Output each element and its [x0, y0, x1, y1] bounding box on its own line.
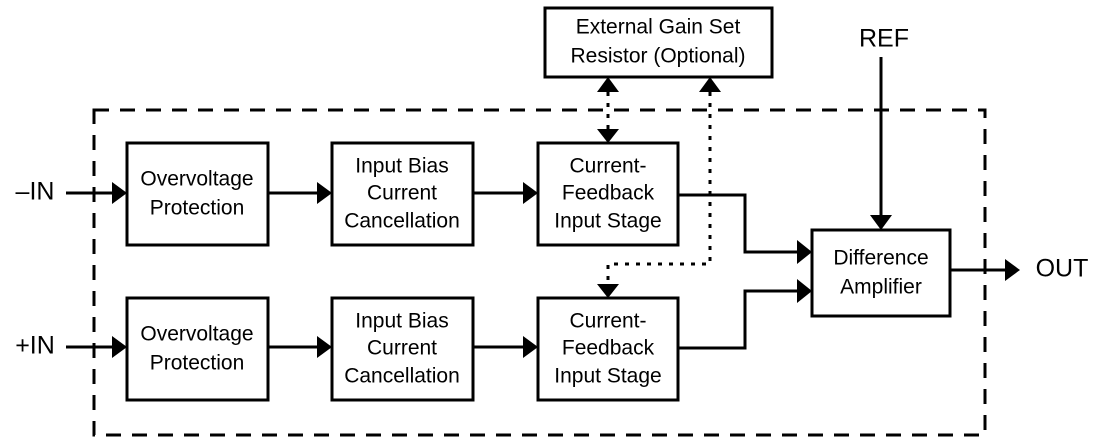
block-label-line: Input Bias [355, 155, 448, 178]
block-external-gain-set-resistor[interactable]: External Gain Set Resistor (Optional) [543, 6, 774, 79]
block-label-line: Resistor (Optional) [570, 45, 745, 68]
block-label-line: Overvoltage [140, 168, 253, 191]
wire-current-feedback-upper-to-difference-amplifier [678, 193, 812, 264]
wire-difference-amplifier-to-out [950, 259, 1020, 281]
block-overvoltage-protection-lower[interactable]: Overvoltage Protection [125, 296, 270, 402]
block-label-line: Overvoltage [140, 323, 253, 346]
block-label-line: Difference [833, 247, 928, 270]
block-input-bias-current-cancellation-upper[interactable]: Input Bias Current Cancellation [330, 141, 475, 247]
wire-input-bias-to-current-feedback-lower [473, 336, 538, 358]
block-label-line: Input Stage [554, 210, 661, 233]
block-label-line: Feedback [562, 337, 655, 360]
wire-overvoltage-to-input-bias-lower [268, 336, 332, 358]
block-label-line: Cancellation [344, 365, 460, 388]
block-difference-amplifier[interactable]: Difference Amplifier [810, 228, 952, 318]
block-current-feedback-input-stage-lower[interactable]: Current- Feedback Input Stage [536, 296, 680, 402]
block-label-line: Current [367, 182, 437, 205]
block-label-line: Current [367, 337, 437, 360]
wire-gain-resistor-to-current-feedback-upper [597, 77, 619, 143]
wire-current-feedback-lower-to-difference-amplifier [678, 279, 812, 350]
block-label-line: Cancellation [344, 210, 460, 233]
device-boundary-dashed-box [92, 108, 987, 437]
block-input-bias-current-cancellation-lower[interactable]: Input Bias Current Cancellation [330, 296, 475, 402]
block-label-line: Current- [569, 310, 646, 333]
wire-overvoltage-to-input-bias-upper [268, 182, 332, 204]
port-label-negative-input: –IN [16, 178, 55, 206]
port-label-reference: REF [859, 25, 909, 53]
block-label-line: Input Stage [554, 365, 661, 388]
wire-pos-in-to-overvoltage-protection [66, 336, 127, 358]
block-label-line: Amplifier [840, 276, 922, 299]
block-overvoltage-protection-upper[interactable]: Overvoltage Protection [125, 141, 270, 247]
port-label-output: OUT [1036, 255, 1089, 283]
wire-input-bias-to-current-feedback-upper [473, 182, 538, 204]
wire-neg-in-to-overvoltage-protection [66, 182, 127, 204]
block-label-line: Protection [150, 197, 245, 220]
block-label-line: Protection [150, 352, 245, 375]
block-label-line: Current- [569, 155, 646, 178]
block-current-feedback-input-stage-upper[interactable]: Current- Feedback Input Stage [536, 141, 680, 247]
wire-ref-to-difference-amplifier [870, 57, 892, 230]
wire-gain-resistor-to-current-feedback-lower [597, 77, 721, 298]
block-label-line: Input Bias [355, 310, 448, 333]
block-label-line: Feedback [562, 182, 655, 205]
port-label-positive-input: +IN [15, 332, 55, 360]
block-label-line: External Gain Set [576, 16, 741, 39]
